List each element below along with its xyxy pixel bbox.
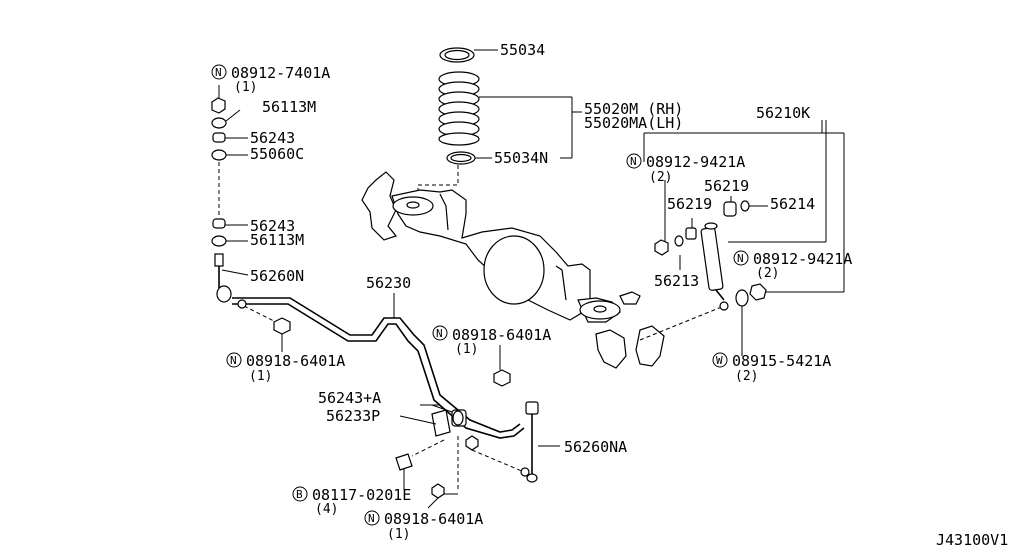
part-labels: 55034 55020M (RH) 55020MA(LH) 55034N 562… bbox=[211, 41, 1008, 549]
washer-prefix-icon bbox=[712, 352, 728, 368]
part-label-55060c: 55060C bbox=[250, 145, 304, 163]
part-label-56113m: 56113M bbox=[262, 98, 316, 116]
quantity-label: (2) bbox=[756, 266, 779, 281]
suspension-member bbox=[361, 171, 725, 369]
part-label-56219-b: 56219 bbox=[667, 195, 712, 213]
coil-spring bbox=[438, 71, 480, 146]
part-label-55034: 55034 bbox=[500, 41, 545, 59]
part-label-56243-mid: 56243 bbox=[250, 217, 295, 235]
prefix-letter-n: N bbox=[436, 327, 443, 340]
prefix-letter-n: N bbox=[215, 66, 222, 79]
part-label-56260na: 56260NA bbox=[564, 438, 627, 456]
part-label-56214: 56214 bbox=[770, 195, 815, 213]
part-label-08912-9421a-right: 08912-9421A bbox=[753, 250, 852, 268]
prefix-letter-n: N bbox=[737, 252, 744, 265]
part-label-56243a: 56243+A bbox=[318, 389, 381, 407]
coil-spring-assembly bbox=[417, 47, 582, 200]
shock-absorber-assembly bbox=[643, 120, 845, 356]
part-label-56233p: 56233P bbox=[326, 407, 380, 425]
nut-prefix-icon bbox=[226, 352, 242, 368]
part-label-56213: 56213 bbox=[654, 272, 699, 290]
nut-prefix-icon bbox=[432, 325, 448, 341]
stabilizer-bar bbox=[232, 297, 560, 509]
part-label-08918-6401a-left: 08918-6401A bbox=[246, 352, 345, 370]
part-label-08915-5421a: 08915-5421A bbox=[732, 352, 831, 370]
part-label-56260n: 56260N bbox=[250, 267, 304, 285]
part-label-08912-9421a-top: 08912-9421A bbox=[646, 153, 745, 171]
part-label-55034n: 55034N bbox=[494, 149, 548, 167]
part-label-55020ma: 55020MA(LH) bbox=[584, 114, 683, 132]
prefix-letter-n: N bbox=[630, 155, 637, 168]
nut-prefix-icon bbox=[364, 510, 380, 526]
part-label-08918-6401a-center: 08918-6401A bbox=[452, 326, 551, 344]
nut-prefix-icon bbox=[733, 250, 749, 266]
quantity-label: (2) bbox=[735, 369, 758, 384]
prefix-letter-b: B bbox=[296, 488, 303, 501]
prefix-letter-w: W bbox=[716, 354, 723, 367]
part-label-56243: 56243 bbox=[250, 129, 295, 147]
quantity-label: (1) bbox=[455, 342, 478, 357]
quantity-label: (1) bbox=[249, 369, 272, 384]
bolt-prefix-icon bbox=[292, 486, 308, 502]
prefix-letter-n: N bbox=[230, 354, 237, 367]
quantity-label: (1) bbox=[387, 527, 410, 542]
part-label-08117-0201e: 08117-0201E bbox=[312, 486, 411, 504]
quantity-label: (2) bbox=[649, 170, 672, 185]
nut-prefix-icon bbox=[626, 153, 642, 169]
quantity-label: (1) bbox=[234, 80, 257, 95]
part-label-56219-a: 56219 bbox=[704, 177, 749, 195]
diagram-id: J43100V1 bbox=[936, 531, 1008, 549]
left-link-stack bbox=[211, 85, 249, 303]
quantity-label: (4) bbox=[315, 502, 338, 517]
part-label-56210k: 56210K bbox=[756, 104, 810, 122]
part-label-08918-6401a-bottom: 08918-6401A bbox=[384, 510, 483, 528]
part-label-08912-7401a: 08912-7401A bbox=[231, 64, 330, 82]
nut-prefix-icon bbox=[211, 64, 227, 80]
part-label-56113m-mid: 56113M bbox=[250, 231, 304, 249]
part-label-56230: 56230 bbox=[366, 274, 411, 292]
part-label-55020m: 55020M (RH) bbox=[584, 100, 683, 118]
prefix-letter-n: N bbox=[368, 512, 375, 525]
